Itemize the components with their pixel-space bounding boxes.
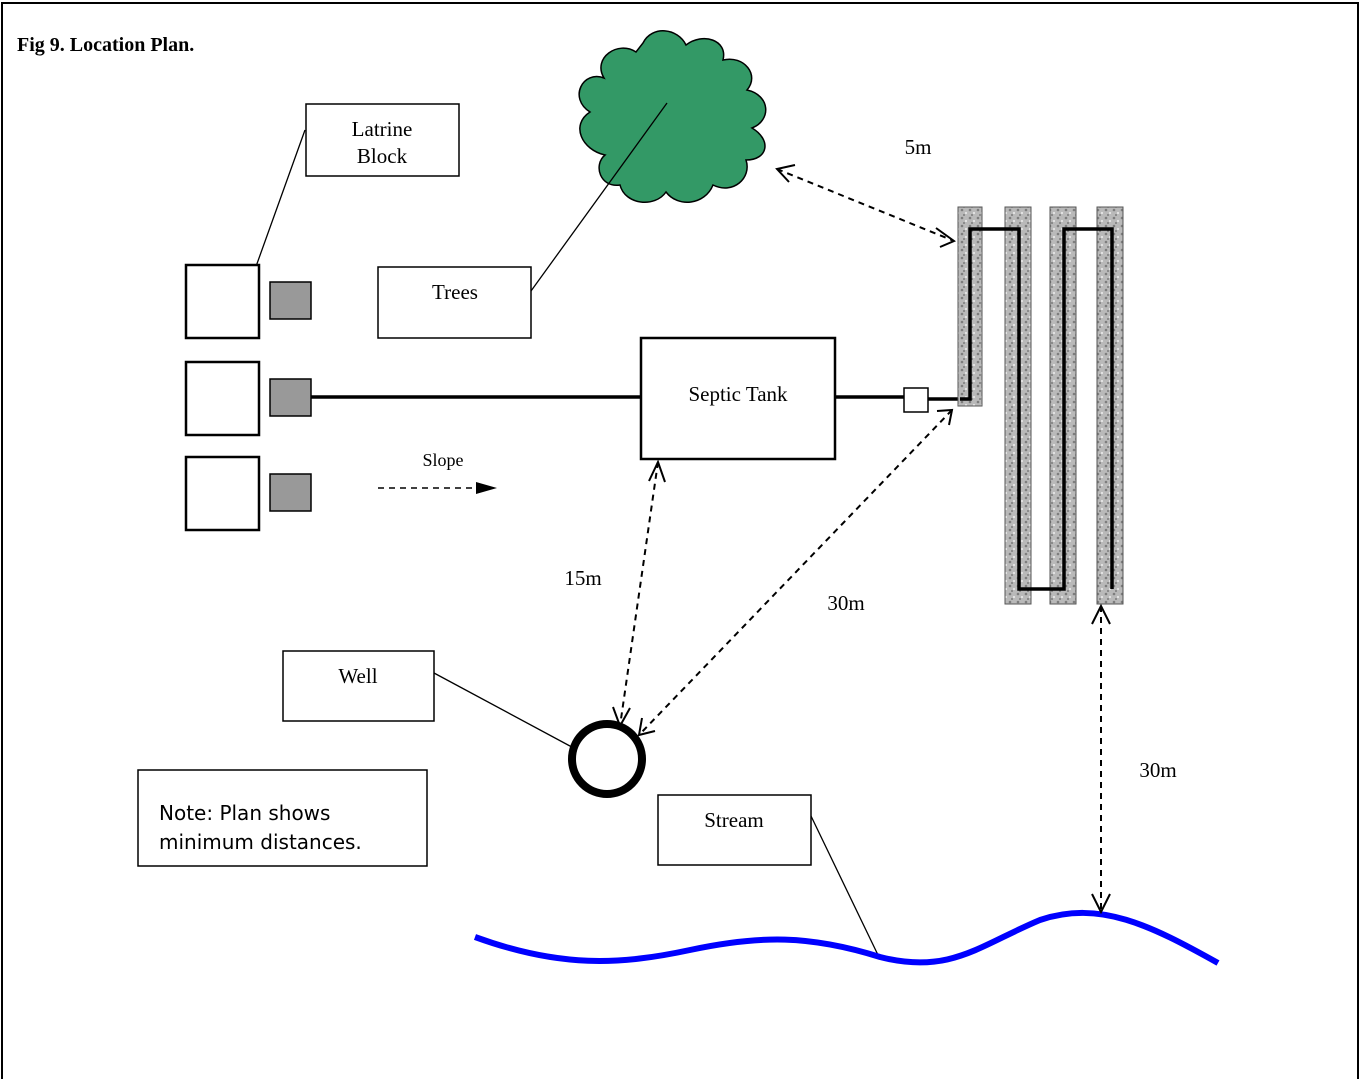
well	[568, 720, 646, 798]
trees-label-box	[377, 266, 532, 339]
distance-arrow-drainfield-well	[637, 408, 954, 737]
latrine-cubicle-2	[184, 360, 261, 437]
well-label-box	[282, 650, 435, 722]
well-leader-line	[433, 672, 597, 761]
note-line1: Note: Plan shows	[159, 801, 330, 825]
stream-label-box	[657, 794, 812, 866]
stream-leader-line	[810, 815, 879, 956]
slope-label: Slope	[422, 450, 463, 470]
distance-label-tank-well: 15m	[564, 566, 601, 590]
stream-line	[473, 909, 1220, 966]
latrine-cubicle-1	[184, 263, 261, 340]
latrine-block-label-box	[305, 103, 460, 177]
distance-arrow-drainfield-stream	[1091, 603, 1111, 915]
distance-arrow-trees-drainfield	[775, 164, 957, 248]
stream-label: Stream	[704, 808, 763, 832]
distance-arrow-tank-well	[612, 459, 666, 729]
note-box	[137, 769, 428, 867]
septic-tank	[639, 336, 837, 461]
septic-tank-label: Septic Tank	[688, 382, 788, 406]
slope-arrow-head	[476, 482, 497, 494]
well-label: Well	[338, 664, 377, 688]
trees-label: Trees	[432, 280, 478, 304]
latrine-pit-3	[269, 473, 312, 512]
latrine-pit-2	[269, 378, 312, 417]
distance-label-trees-drainfield: 5m	[905, 135, 932, 159]
drain-trench-4	[1096, 206, 1124, 605]
figure-title: Fig 9. Location Plan.	[17, 34, 194, 56]
distance-label-drainfield-stream: 30m	[1139, 758, 1176, 782]
note-line2: minimum distances.	[159, 830, 362, 854]
latrine-cubicle-3	[184, 455, 261, 532]
distance-label-drainfield-well: 30m	[827, 591, 864, 615]
latrine-pit-1	[269, 281, 312, 320]
latrine-block-label-line2: Block	[357, 144, 408, 168]
distribution-pipe	[960, 227, 1114, 591]
latrine-block-label-line1: Latrine	[352, 117, 413, 141]
tree-shape	[578, 30, 767, 203]
inspection-chamber	[903, 387, 929, 413]
trees-leader-line	[530, 102, 668, 292]
